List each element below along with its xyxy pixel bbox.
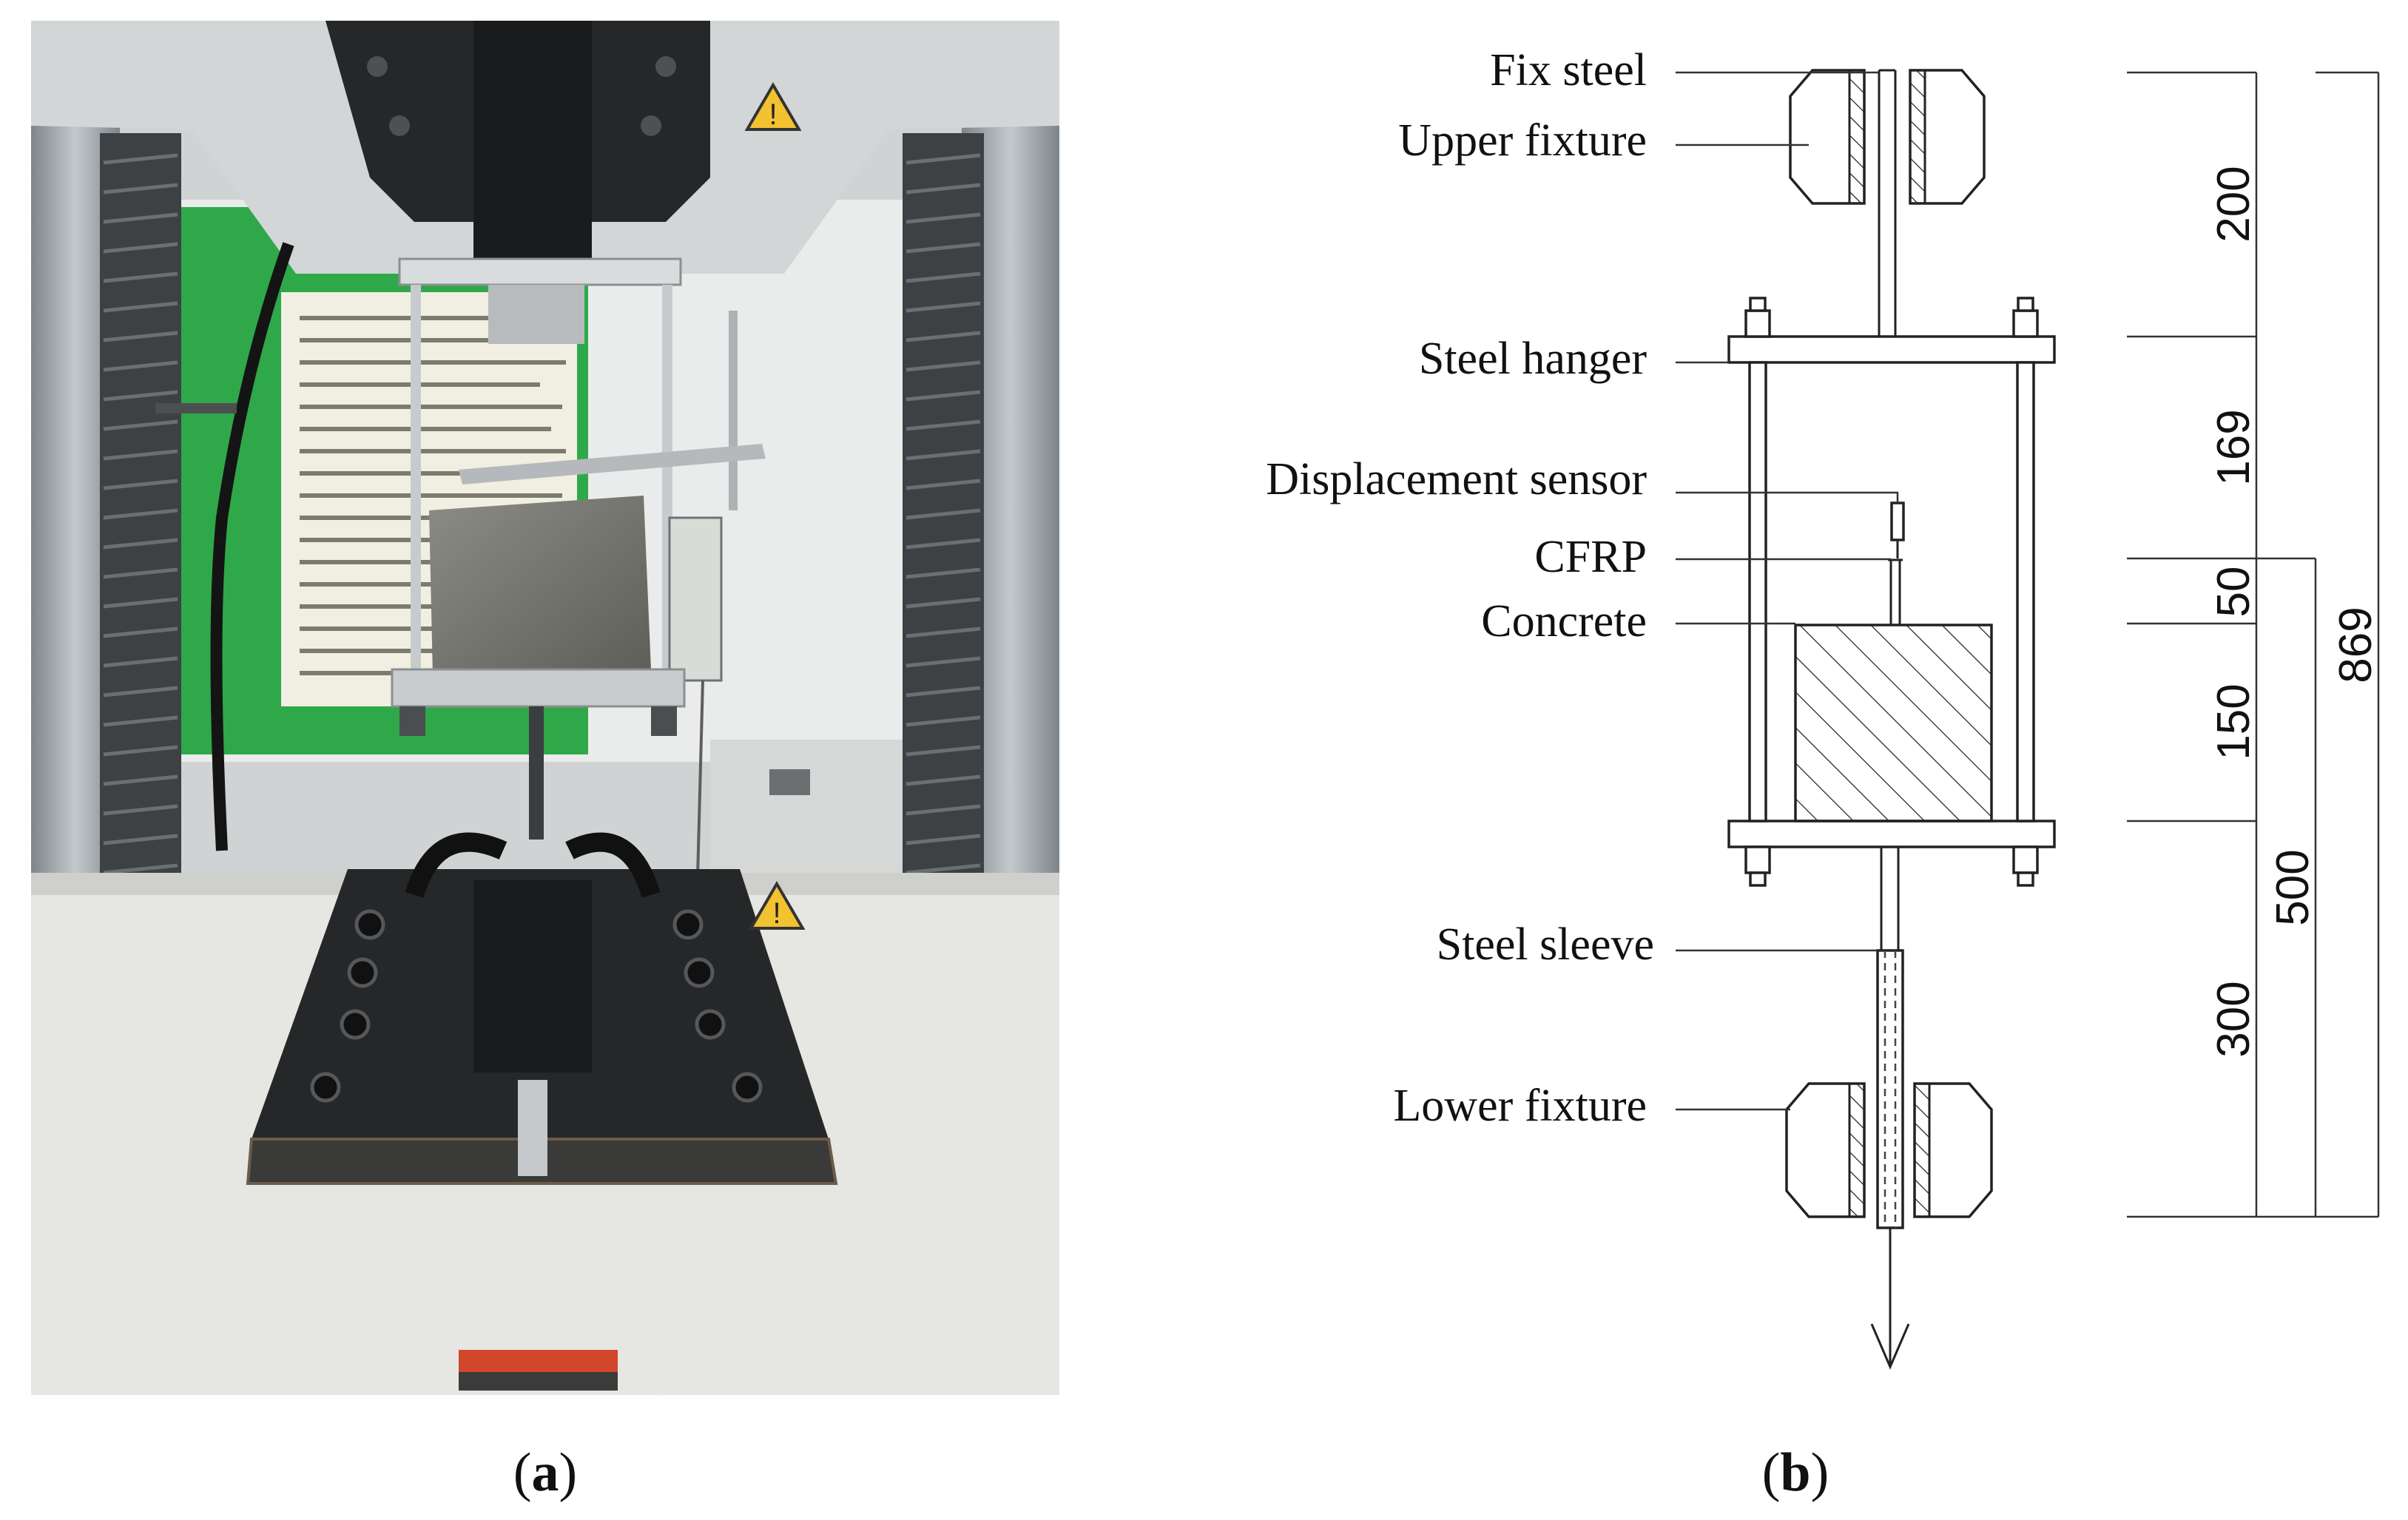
warning-sign-lower-mark: ! [772, 897, 780, 930]
steel-sleeve [1876, 949, 1904, 1229]
photo-lower-grip-bolts [310, 909, 763, 1103]
dim-300: 300 [2208, 981, 2259, 1057]
load-arrow [1870, 1228, 1910, 1370]
photo-handle-left [155, 403, 237, 413]
caption-b: (b) [1762, 1442, 1829, 1503]
leader-lines [1676, 71, 1899, 1111]
warning-sign-lower [748, 881, 806, 930]
photo-panel: ! ! [31, 21, 1059, 1396]
schematic-panel: Fix steel Upper fixture Steel hanger Dis… [1266, 45, 2381, 1370]
leader-displacement-sensor [1676, 491, 1899, 503]
photo-hose-right [565, 832, 661, 898]
photo-hanger-rod-left [411, 285, 421, 699]
concrete-block [1794, 624, 1993, 823]
dimension-lines [2127, 71, 2380, 1218]
label-cfrp: CFRP [1534, 532, 1647, 582]
photo-displacement-sensor [668, 516, 723, 682]
cfrp-bar [1888, 558, 1903, 625]
photo-black-cable [210, 242, 294, 851]
fix-steel-rod [1878, 69, 1897, 337]
side-cabinet [710, 740, 903, 880]
dim-50: 50 [2208, 567, 2259, 618]
photo-lower-grip-jaw [473, 880, 592, 1073]
caption-a: (a) [513, 1442, 577, 1503]
photo-concrete-block [429, 496, 651, 677]
dim-169: 169 [2208, 409, 2259, 485]
label-steel-sleeve: Steel sleeve [1437, 919, 1654, 970]
photo-sensor-arm [459, 444, 766, 484]
label-upper-fixture: Upper fixture [1398, 115, 1647, 166]
warning-sign-upper [744, 82, 802, 131]
label-steel-hanger: Steel hanger [1419, 334, 1648, 384]
label-lower-fixture: Lower fixture [1393, 1081, 1647, 1131]
lower-fixture [1785, 1082, 1993, 1218]
upper-fixture [1789, 69, 1986, 205]
cabinet-button [769, 769, 810, 795]
steel-hanger [1727, 297, 2056, 887]
photo-lower-piston [518, 1080, 547, 1176]
dim-150: 150 [2208, 683, 2259, 760]
label-fix-steel: Fix steel [1490, 45, 1647, 95]
label-concrete: Concrete [1481, 596, 1647, 646]
warning-sign-upper-mark: ! [769, 98, 777, 131]
dim-200: 200 [2208, 166, 2259, 242]
photo-plate-nuts [399, 706, 677, 736]
photo-hose-left [405, 832, 507, 898]
dim-500: 500 [2267, 849, 2318, 925]
dim-869: 869 [2330, 607, 2381, 683]
photo-cfrp-rod [529, 706, 544, 840]
photo-hanger-top-plate [398, 257, 682, 286]
photo-sensor-rod-vertical [729, 311, 738, 510]
upper-grip-jaw [473, 21, 592, 265]
label-displacement-sensor: Displacement sensor [1266, 454, 1647, 504]
photo-red-label-strip [459, 1372, 618, 1391]
photo-hanger-bottom-plate [391, 668, 686, 708]
photo-load-cell [488, 285, 584, 344]
displacement-sensor [1890, 501, 1905, 558]
upper-grip-bolts [367, 56, 676, 136]
